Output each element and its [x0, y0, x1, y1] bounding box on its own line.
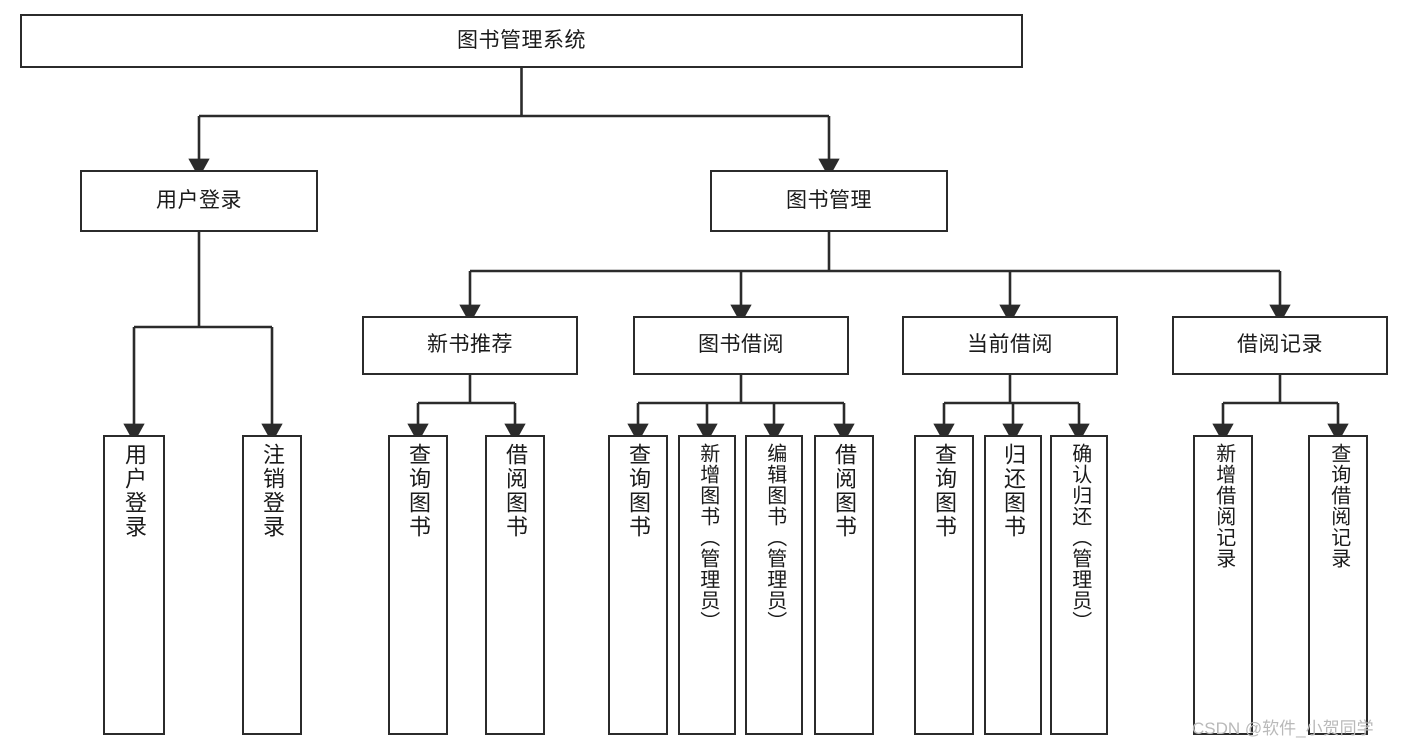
node-l11[interactable]: 确认归还（管理员）	[1050, 435, 1108, 735]
node-label: 查询图书	[931, 443, 957, 539]
node-label: 查询图书	[405, 443, 431, 539]
node-bookmgmt[interactable]: 图书管理	[710, 170, 948, 232]
node-l1[interactable]: 用户登录	[103, 435, 165, 735]
csdn-watermark: CSDN @软件_小贺同学	[1192, 719, 1374, 738]
node-label: 新增借阅记录	[1212, 443, 1235, 569]
node-label: 新书推荐	[427, 333, 513, 357]
node-label: 借阅图书	[831, 443, 857, 539]
node-l4[interactable]: 借阅图书	[485, 435, 545, 735]
node-current[interactable]: 当前借阅	[902, 316, 1118, 375]
node-borrow[interactable]: 图书借阅	[633, 316, 849, 375]
node-l5[interactable]: 查询图书	[608, 435, 668, 735]
node-label: 查询借阅记录	[1327, 443, 1350, 569]
node-label: 归还图书	[1000, 443, 1026, 539]
node-label: 新增图书（管理员）	[696, 443, 719, 632]
node-l13[interactable]: 查询借阅记录	[1308, 435, 1368, 735]
node-newbooks[interactable]: 新书推荐	[362, 316, 578, 375]
node-label: 当前借阅	[967, 333, 1053, 357]
node-label: 借阅图书	[502, 443, 528, 539]
node-l2[interactable]: 注销登录	[242, 435, 302, 735]
node-l10[interactable]: 归还图书	[984, 435, 1042, 735]
node-label: 注销登录	[259, 443, 285, 539]
node-l12[interactable]: 新增借阅记录	[1193, 435, 1253, 735]
node-l7[interactable]: 编辑图书（管理员）	[745, 435, 803, 735]
node-label: 确认归还（管理员）	[1068, 443, 1091, 632]
node-label: 图书管理系统	[457, 28, 586, 52]
node-l3[interactable]: 查询图书	[388, 435, 448, 735]
node-label: 查询图书	[625, 443, 651, 539]
node-label: 编辑图书（管理员）	[763, 443, 786, 632]
node-label: 图书借阅	[698, 333, 784, 357]
node-root[interactable]: 图书管理系统	[20, 14, 1023, 68]
node-label: 用户登录	[121, 443, 147, 539]
node-l6[interactable]: 新增图书（管理员）	[678, 435, 736, 735]
node-l8[interactable]: 借阅图书	[814, 435, 874, 735]
node-records[interactable]: 借阅记录	[1172, 316, 1388, 375]
node-l9[interactable]: 查询图书	[914, 435, 974, 735]
node-label: 借阅记录	[1237, 333, 1323, 357]
node-login[interactable]: 用户登录	[80, 170, 318, 232]
node-label: 用户登录	[156, 188, 242, 212]
node-label: 图书管理	[786, 188, 872, 212]
